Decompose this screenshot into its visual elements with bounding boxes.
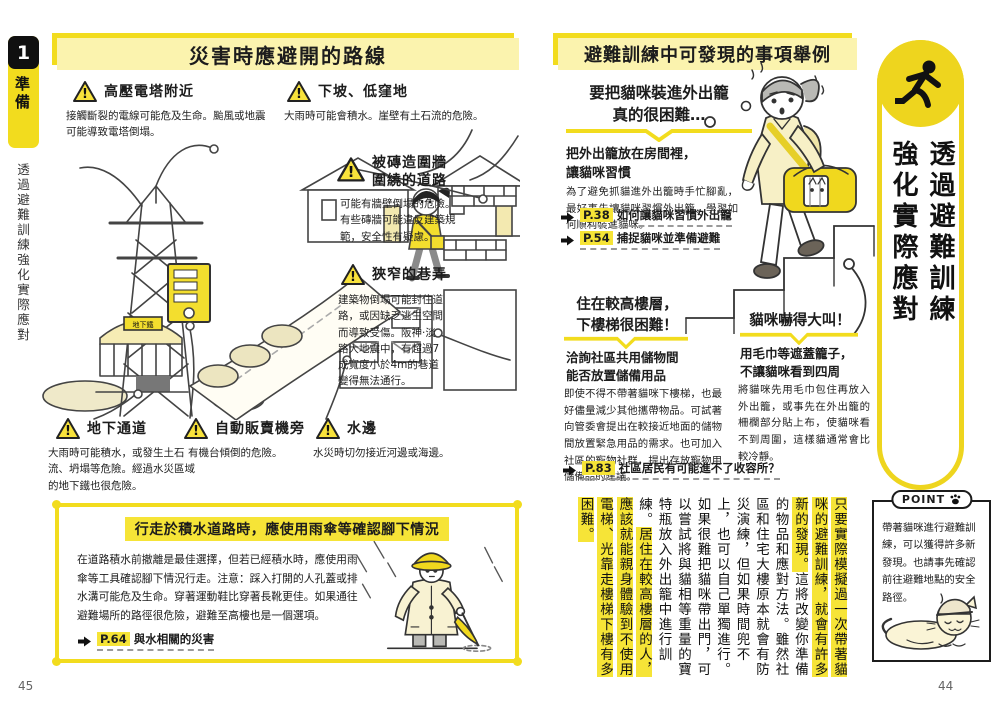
finding-subtitle: 洽詢社區共用儲物間 能否放置儲備用品	[566, 350, 679, 384]
hazard-desc: 可能有牆壁倒塌的危險。有些磚牆可能違反建築規範，安全性有疑慮。	[340, 198, 456, 243]
hazard-desc: 水災時切勿接近河邊或海邊。	[313, 447, 450, 459]
finding-body: 將貓咪先用毛巾包住再放入外出籠，或事先在外出籠的柵欄部分貼上布，使貓咪看不到周圍…	[738, 384, 870, 463]
vertical-essay: 只要實際模擬過一次帶著貓咪的避難訓練，就會有許多新的發現。這將改變你準備的物品和…	[577, 497, 848, 691]
corner-dot	[513, 657, 522, 666]
hazard-title: 被磚造圍牆 圍繞的道路	[372, 155, 447, 189]
subway-sign-label: 地下鐵	[133, 320, 154, 329]
point-box: POINT 帶著貓咪進行避難訓練，可以獲得許多新發現。也請事先確認前往避難地點的…	[872, 490, 991, 662]
svg-text:!: !	[296, 87, 302, 102]
section-title-line1: 透過避難訓練	[925, 140, 955, 326]
ref-label: 社區居民有可能進不了收容所？	[618, 461, 780, 475]
arrow-right-icon	[78, 636, 91, 646]
warning-triangle-icon: !	[315, 417, 341, 445]
finding-subtitle: 把外出籠放在房間裡， 讓貓咪習慣	[566, 147, 697, 181]
warning-triangle-icon: !	[336, 156, 366, 188]
page-number-left: 45	[18, 679, 34, 693]
sidebar-section-title: 透過避難訓練強化實際應對	[15, 163, 30, 343]
stairs-person-illustration	[682, 56, 878, 338]
svg-text:!: !	[325, 424, 331, 439]
running-person-icon	[894, 60, 941, 108]
ref-label: 如何讓貓咪習慣外出籠	[616, 208, 732, 222]
corner-dot	[513, 500, 522, 509]
ref-label: 與水相關的災害	[133, 632, 215, 646]
warning-triangle-icon: !	[72, 80, 98, 108]
arrow-right-icon	[563, 465, 576, 475]
bubble-underline	[740, 332, 858, 345]
warning-triangle-icon: !	[286, 80, 312, 108]
warning-triangle-icon: !	[183, 417, 209, 445]
hazard-desc: 大雨時可能積水，或發生土石流、坍塌等危險。經過水災區域的地下鐵也很危險。	[48, 447, 195, 492]
hazard-desc: 大雨時可能會積水。崖壁有土石流的危險。	[284, 110, 484, 122]
raincoat-person-illustration	[349, 533, 509, 657]
bubble-underline	[566, 129, 752, 142]
point-body: 帶著貓咪進行避難訓練，可以獲得許多新發現。也請事先確認前往避難地點的安全路徑。	[882, 522, 976, 604]
warning-triangle-icon: !	[55, 417, 81, 445]
point-label: POINT	[890, 490, 973, 509]
tip-box: 行走於積水道路時，應使用雨傘等確認腳下情況 在道路積水前撤離是最佳選擇，但若已經…	[52, 500, 522, 666]
arrow-right-icon	[561, 235, 574, 245]
tip-box-title: 行走於積水道路時，應使用雨傘等確認腳下情況	[124, 517, 450, 541]
svg-text:!: !	[350, 270, 356, 285]
ref-page-number: P.64	[97, 632, 130, 646]
hazard-desc: 接觸斷裂的電線可能危及生命。颱風或地震可能導致電塔倒塌。	[66, 110, 266, 139]
hazard-title: 高壓電塔附近	[104, 84, 194, 100]
essay-text: 這將改變你準備的物品和應對方法。雖然社區和住宅大樓原本就會有防災演練，但如果時間…	[636, 497, 808, 677]
corner-dot	[52, 500, 61, 509]
svg-text:!: !	[65, 424, 71, 439]
hazard-title: 自動販賣機旁	[215, 421, 305, 437]
corner-dot	[52, 657, 61, 666]
bubble-underline	[564, 336, 688, 349]
finding-bubble: 貓咪嚇得大叫！	[749, 313, 851, 329]
map-illustration: 地下鐵	[40, 128, 531, 424]
ref-page-number: P.38	[580, 208, 613, 222]
hazard-title: 狹窄的巷弄	[372, 267, 447, 283]
svg-text:!: !	[348, 163, 355, 181]
paw-print-icon	[950, 494, 961, 505]
cat-with-helmet-illustration	[879, 588, 987, 656]
section-title-line2: 強化實際應對	[888, 140, 918, 326]
hazard-desc: 建築物倒塌可能封住道路，或因缺乏逃生空間而導致受傷。阪神·淡路大地震中，有超過7…	[338, 294, 443, 388]
point-label-text: POINT	[901, 493, 946, 506]
arrow-right-icon	[561, 212, 574, 222]
hazard-title: 下坡、低窪地	[318, 84, 408, 100]
hazard-desc: 有機台傾倒的危險。	[188, 447, 283, 459]
section-title-vertical: 透過避難訓練 強化實際應對	[884, 140, 958, 326]
left-page-title: 災害時應避開的路線	[57, 38, 519, 70]
ref-page-number: P.83	[582, 461, 615, 475]
ref-page-number: P.54	[580, 231, 613, 245]
svg-text:!: !	[82, 87, 88, 102]
hazard-title: 水邊	[347, 421, 377, 437]
hazard-title: 地下通道	[87, 421, 147, 437]
chapter-label: 準備	[13, 76, 31, 112]
callout-dot	[740, 100, 752, 112]
chapter-number: 1	[8, 36, 39, 69]
ref-label: 捕捉貓咪並準備避難	[616, 231, 721, 245]
warning-triangle-icon: !	[340, 263, 366, 291]
section-icon-badge	[877, 40, 964, 127]
finding-bubble: 住在較高樓層， 下樓梯很困難！	[576, 297, 678, 335]
finding-subtitle: 用毛巾等遮蓋籠子， 不讓貓咪看到四周	[740, 346, 853, 380]
page-number-right: 44	[938, 679, 954, 693]
svg-text:!: !	[193, 424, 199, 439]
finding-bubble: 要把貓咪裝進外出籠 真的很困難…	[589, 84, 729, 125]
tip-box-body: 在道路積水前撤離是最佳選擇，但若已經積水時，應使用雨傘等工具確認腳下情況行走。注…	[77, 553, 358, 622]
right-page-title: 避難訓練中可發現的事項舉例	[558, 38, 857, 70]
